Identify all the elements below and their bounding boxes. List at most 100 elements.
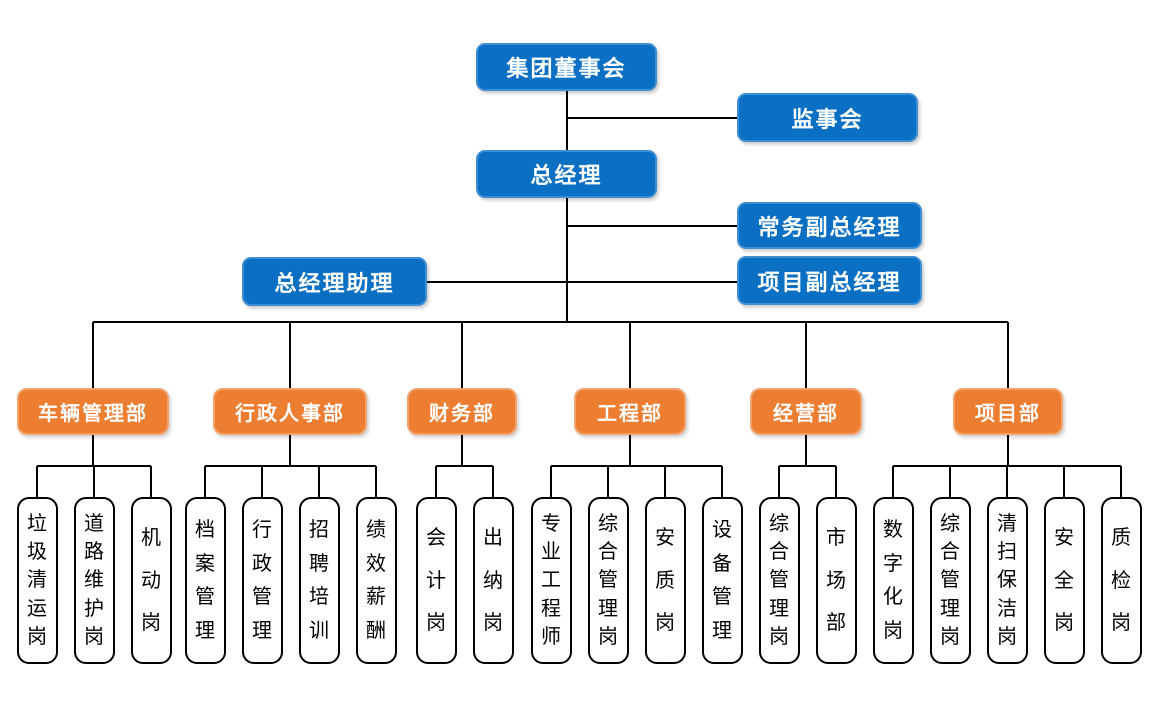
connector-line (567, 225, 737, 227)
position-box: 出纳岗 (472, 497, 514, 664)
position-label-char: 岗 (655, 611, 675, 634)
position-label-char: 综 (940, 513, 960, 536)
position-label-char: 培 (309, 586, 329, 609)
position-box: 行政管理 (241, 497, 283, 664)
position-label-char: 岗 (1054, 611, 1074, 634)
position-label-char: 绩 (366, 518, 386, 541)
position-label-char: 合 (598, 541, 618, 564)
position-label-char: 管 (940, 569, 960, 592)
position-label-char: 合 (769, 541, 789, 564)
position-label-char: 酬 (366, 620, 386, 643)
position-box: 安质岗 (644, 497, 686, 664)
position-box: 质检岗 (1100, 497, 1142, 664)
department-box: 车辆管理部 (17, 388, 169, 435)
position-box: 专业工程师 (530, 497, 572, 664)
position-label-char: 薪 (366, 586, 386, 609)
position-box: 数字化岗 (872, 497, 914, 664)
connector-line (427, 281, 737, 283)
position-box: 综合管理岗 (758, 497, 800, 664)
position-box: 道路维护岗 (73, 497, 115, 664)
position-box: 会计岗 (415, 497, 457, 664)
position-label-char: 程 (541, 597, 561, 620)
position-label-char: 管 (769, 569, 789, 592)
node-executive-deputy-gm: 常务副总经理 (737, 202, 922, 249)
position-label-char: 岗 (940, 625, 960, 648)
connector-line (205, 465, 376, 467)
position-box: 档案管理 (184, 497, 226, 664)
position-label-char: 聘 (309, 552, 329, 575)
position-label-char: 政 (252, 552, 272, 575)
position-box: 绩效薪酬 (355, 497, 397, 664)
position-label-char: 字 (883, 552, 903, 575)
node-gm-assistant: 总经理助理 (242, 257, 427, 306)
position-label-char: 护 (84, 597, 104, 620)
position-label-char: 全 (1054, 569, 1074, 592)
position-label-char: 清 (27, 569, 47, 592)
connector-line (93, 466, 95, 497)
connector-line (835, 466, 837, 497)
position-label-char: 招 (309, 518, 329, 541)
connector-line (1006, 466, 1008, 497)
connector-line (1063, 466, 1065, 497)
position-label-char: 训 (309, 620, 329, 643)
position-label-char: 圾 (27, 541, 47, 564)
position-label-char: 行 (252, 518, 272, 541)
connector-line (289, 322, 291, 388)
department-box: 行政人事部 (213, 388, 367, 435)
connector-line (318, 466, 320, 497)
position-label-char: 质 (655, 569, 675, 592)
connector-line (375, 466, 377, 497)
position-label-char: 岗 (598, 625, 618, 648)
position-label-char: 垃 (27, 513, 47, 536)
connector-line (664, 466, 666, 497)
position-label-char: 案 (195, 552, 215, 575)
connector-line (550, 466, 552, 497)
position-label-char: 出 (483, 527, 503, 550)
connector-line (435, 466, 437, 497)
position-label-char: 备 (712, 552, 732, 575)
position-label-char: 部 (826, 611, 846, 634)
position-label-char: 计 (426, 569, 446, 592)
node-project-deputy-gm: 项目副总经理 (737, 256, 922, 305)
connector-line (629, 322, 631, 388)
connector-line (721, 466, 723, 497)
connector-line (289, 435, 291, 466)
connector-line (607, 466, 609, 497)
position-label-char: 工 (541, 569, 561, 592)
position-label-char: 清 (997, 513, 1017, 536)
position-label-char: 理 (195, 620, 215, 643)
position-label-char: 市 (826, 527, 846, 550)
position-box: 清扫保洁岗 (986, 497, 1028, 664)
position-label-char: 安 (655, 527, 675, 550)
position-label-char: 理 (252, 620, 272, 643)
position-label-char: 化 (883, 586, 903, 609)
position-label-char: 洁 (997, 597, 1017, 620)
connector-line (1007, 322, 1009, 388)
connector-line (36, 466, 38, 497)
connector-line (204, 466, 206, 497)
position-label-char: 理 (769, 597, 789, 620)
position-label-char: 岗 (483, 611, 503, 634)
position-label-char: 理 (940, 597, 960, 620)
position-box: 招聘培训 (298, 497, 340, 664)
connector-line (779, 465, 836, 467)
position-label-char: 保 (997, 569, 1017, 592)
position-box: 市场部 (815, 497, 857, 664)
position-box: 设备管理 (701, 497, 743, 664)
connector-line (492, 466, 494, 497)
position-label-char: 合 (940, 541, 960, 564)
connector-line (566, 91, 568, 150)
position-label-char: 专 (541, 513, 561, 536)
position-label-char: 岗 (27, 625, 47, 648)
position-label-char: 管 (598, 569, 618, 592)
position-label-char: 维 (84, 569, 104, 592)
position-label-char: 运 (27, 597, 47, 620)
position-label-char: 动 (141, 569, 161, 592)
position-box: 机动岗 (130, 497, 172, 664)
position-label-char: 纳 (483, 569, 503, 592)
department-box: 项目部 (953, 388, 1063, 435)
connector-line (805, 435, 807, 466)
node-group-board: 集团董事会 (476, 43, 657, 91)
position-label-char: 质 (1111, 527, 1131, 550)
position-label-char: 检 (1111, 569, 1131, 592)
